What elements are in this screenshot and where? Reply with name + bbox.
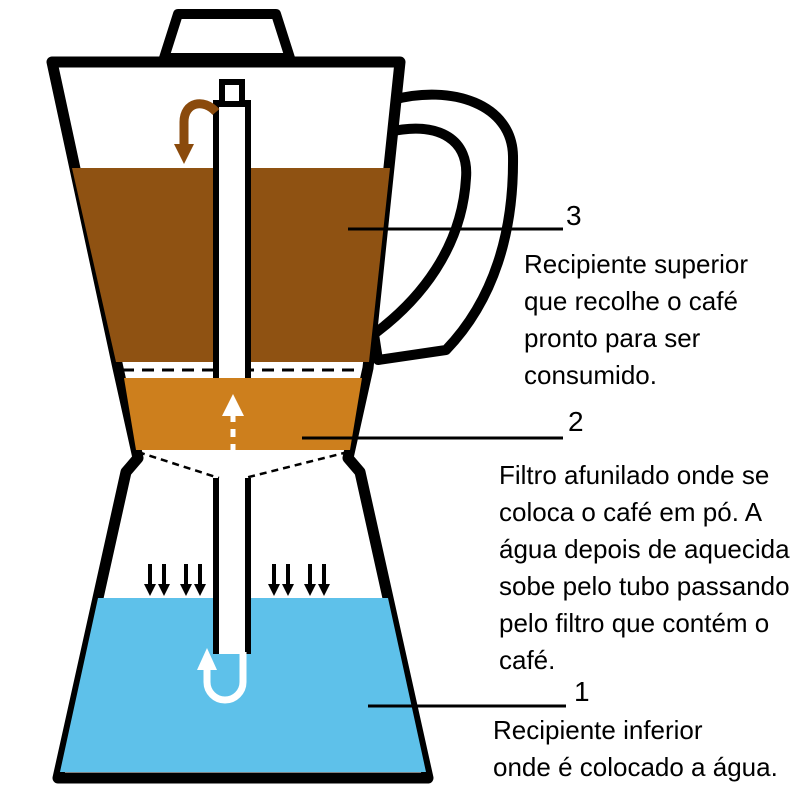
funnel-dashed-left: [137, 450, 220, 480]
tube-cap: [219, 79, 245, 107]
water-convection-arrow-icon: [197, 648, 247, 704]
coffee-outflow-arrow-icon: [174, 99, 220, 164]
label-number-lower-chamber: 1: [574, 676, 590, 707]
label-text-filter: Filtro afunilado onde se coloca o café e…: [499, 460, 790, 675]
central-tube-lower: [213, 478, 251, 654]
steam-up-arrow-icon: [222, 394, 244, 452]
label-text-lower-chamber: Recipiente inferior onde é colocado a ág…: [493, 715, 778, 782]
pot-lid: [159, 9, 295, 63]
label-number-upper-chamber: 3: [566, 200, 582, 231]
label-number-filter: 2: [568, 406, 584, 437]
pot-handle: [369, 89, 519, 365]
funnel-dashed-right: [244, 450, 349, 480]
label-text-upper-chamber: Recipiente superior que recolhe o café p…: [524, 249, 749, 390]
central-tube-upper: [213, 79, 251, 378]
